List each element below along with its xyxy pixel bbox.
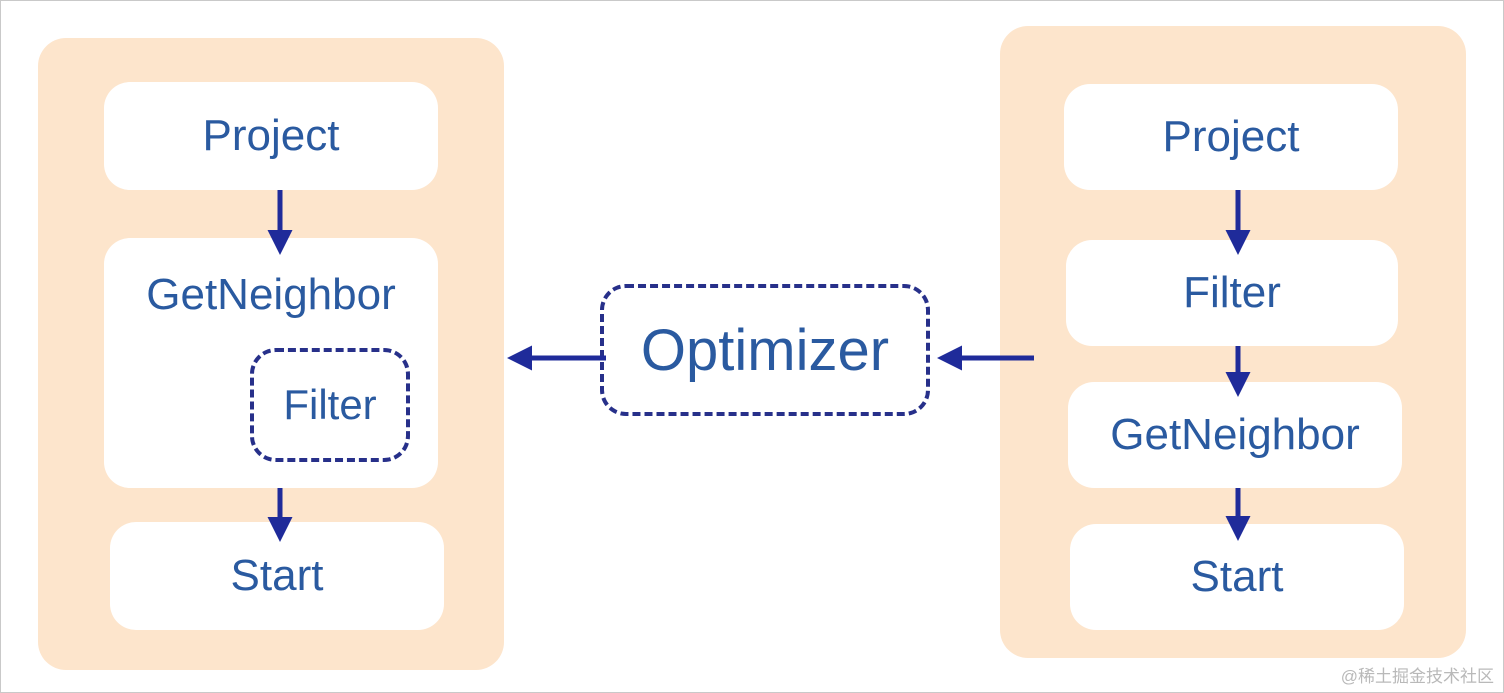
optimizer-node: Optimizer	[600, 284, 930, 416]
left-start-label: Start	[230, 551, 324, 600]
left-project-label: Project	[202, 111, 340, 160]
left-filter-pushed-node: Filter	[250, 348, 410, 462]
left-getneighbor-label: GetNeighbor	[146, 270, 396, 319]
right-filter-label: Filter	[1183, 268, 1281, 317]
right-getneighbor-label: GetNeighbor	[1110, 410, 1360, 459]
right-getneighbor-node: GetNeighbor	[1068, 382, 1402, 488]
right-project-label: Project	[1162, 112, 1300, 161]
left-filter-label: Filter	[283, 381, 377, 428]
right-start-label: Start	[1190, 552, 1284, 601]
right-filter-node: Filter	[1066, 240, 1398, 346]
right-start-node: Start	[1070, 524, 1404, 630]
right-project-node: Project	[1064, 84, 1398, 190]
optimizer-label: Optimizer	[640, 317, 890, 383]
left-project-node: Project	[104, 82, 438, 190]
watermark: @稀土掘金技术社区	[1340, 667, 1494, 686]
